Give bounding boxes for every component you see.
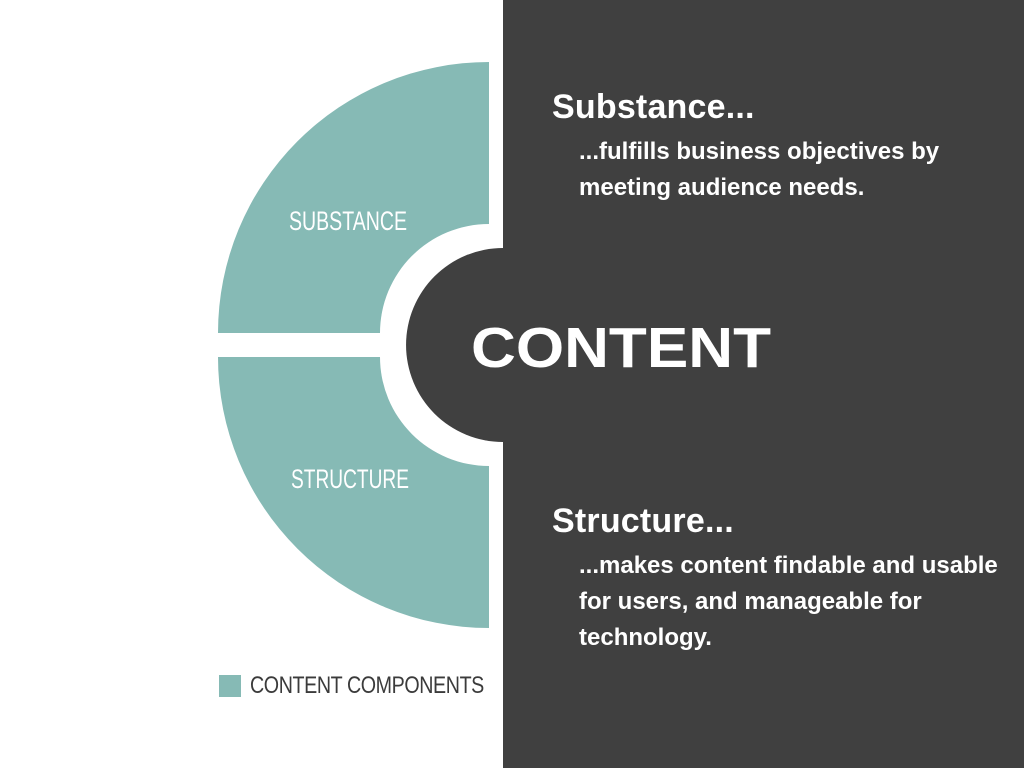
- structure-wedge: [218, 357, 489, 628]
- dark-panel: [503, 0, 1024, 768]
- legend: CONTENT COMPONENTS: [219, 672, 535, 699]
- legend-swatch: [219, 675, 241, 697]
- structure-wedge-label: STRUCTURE: [291, 464, 409, 494]
- center-label: CONTENT: [471, 316, 771, 380]
- substance-heading: Substance...: [552, 88, 755, 126]
- structure-heading: Structure...: [552, 502, 734, 540]
- substance-description: ...fulfills business objectives by meeti…: [579, 138, 940, 201]
- content-center: [406, 248, 503, 442]
- legend-label: CONTENT COMPONENTS: [250, 672, 484, 699]
- substance-wedge-label: SUBSTANCE: [289, 206, 407, 236]
- structure-description: ...makes content findable and usable for…: [579, 552, 998, 651]
- substance-wedge: [218, 62, 489, 333]
